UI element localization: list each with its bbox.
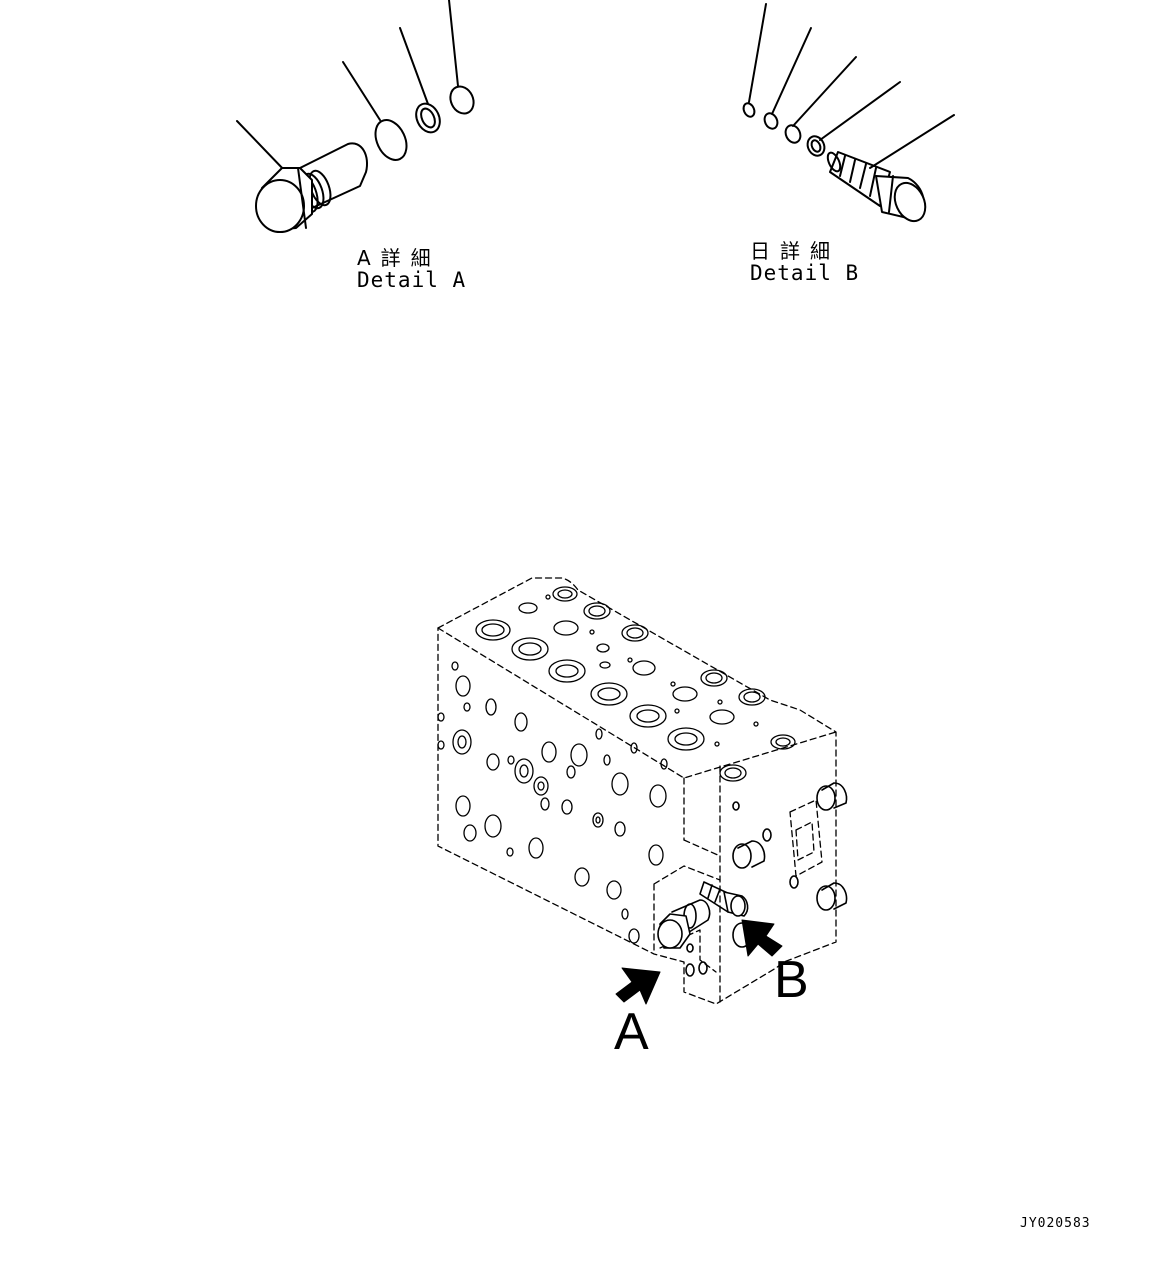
control-valve-block [438,578,847,1004]
washer-a [412,100,445,136]
side-face-holes [438,662,667,943]
leader-line-b2 [772,28,811,114]
leader-line-b1 [749,4,766,102]
leader-line-b5 [870,115,954,168]
plug-a [256,143,367,232]
leader-line-b4 [820,82,900,140]
leader-line-a2 [343,62,380,120]
detail-b-caption-en: Detail B [750,261,860,285]
leader-line-a4 [449,0,458,86]
callout-a: A [614,1003,649,1061]
installed-plug-a [658,900,710,948]
washer-b [805,134,828,159]
o-ring-b3 [783,123,803,145]
detail-a-assembly [237,0,478,232]
arrow-a [616,968,660,1004]
o-ring-a2 [446,83,478,118]
top-ports [476,587,795,781]
o-ring-b2 [762,111,780,131]
leader-line-a3 [400,28,428,104]
arrow-b [742,920,782,956]
detail-a-caption-en: Detail A [357,268,467,292]
o-ring-a1 [369,115,412,165]
installed-valve-b [700,882,748,916]
callout-b: B [774,951,809,1009]
detail-b-assembly [742,4,954,226]
detail-a-caption-jp: A詳細 [357,246,441,270]
o-ring-b1 [742,102,757,119]
block-outline [438,578,836,1004]
drawing-code: JY020583 [1020,1216,1091,1231]
leader-line-a1 [237,121,286,172]
detail-b-caption-jp: 日詳細 [750,239,840,263]
top-front-edge [438,628,836,778]
valve-b [825,151,931,226]
leader-line-b3 [793,57,856,126]
